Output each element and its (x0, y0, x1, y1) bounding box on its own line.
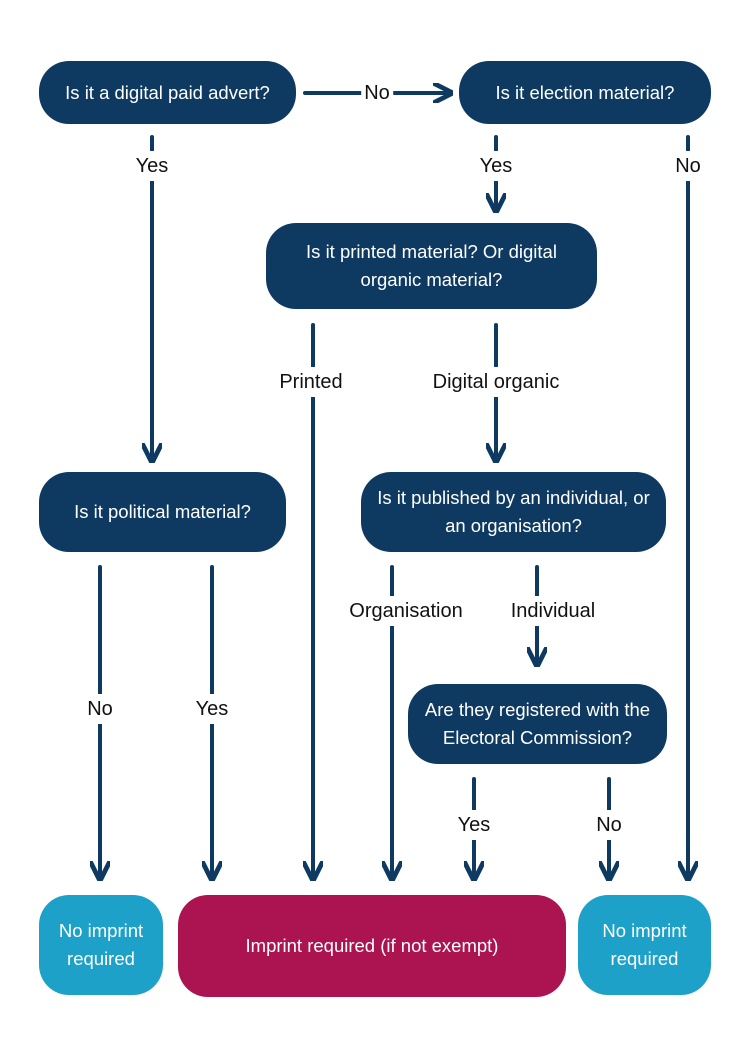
outcome-no-imprint-left: No imprint required (39, 895, 163, 995)
node-election-material: Is it election material? (459, 61, 711, 124)
outcome-no-imprint-right: No imprint required (578, 895, 711, 995)
node-election-material-label: Is it election material? (495, 81, 675, 103)
node-printed-or-organic: Is it printed material? Or digital organ… (266, 223, 597, 309)
edge-label-registered-no: No (593, 810, 625, 840)
edge-label-political-no: No (84, 694, 116, 724)
edge-label-printed: Printed (276, 367, 346, 397)
edge-label-political-yes: Yes (192, 694, 232, 724)
edge-label-digital-organic: Digital organic (429, 367, 563, 397)
edge-label-election-no: No (672, 151, 704, 181)
node-registered-electoral-commission: Are they registered with the Electoral C… (408, 684, 667, 764)
node-political-material: Is it political material? (39, 472, 286, 552)
edge-label-paid-no: No (361, 78, 393, 108)
node-political-material-label: Is it political material? (74, 501, 251, 522)
node-digital-paid-advert-label: Is it a digital paid advert? (65, 81, 270, 103)
outcome-imprint-required-label: Imprint required (if not exempt) (245, 935, 499, 956)
outcome-no-imprint-left-label: No imprint required (58, 920, 144, 969)
edge-label-paid-yes: Yes (132, 151, 172, 181)
edge-label-election-yes: Yes (476, 151, 516, 181)
node-registered-electoral-commission-label: Are they registered with the Electoral C… (424, 699, 651, 748)
outcome-imprint-required: Imprint required (if not exempt) (178, 895, 566, 997)
node-individual-or-organisation-label: Is it published by an individual, or an … (377, 487, 650, 536)
outcome-no-imprint-right-label: No imprint required (602, 920, 687, 969)
edge-label-organisation: Organisation (346, 596, 466, 626)
edge-label-individual: Individual (507, 596, 599, 626)
node-printed-or-organic-label: Is it printed material? Or digital organ… (306, 241, 557, 290)
node-individual-or-organisation: Is it published by an individual, or an … (361, 472, 666, 552)
node-digital-paid-advert: Is it a digital paid advert? (39, 61, 296, 124)
edge-label-registered-yes: Yes (454, 810, 494, 840)
